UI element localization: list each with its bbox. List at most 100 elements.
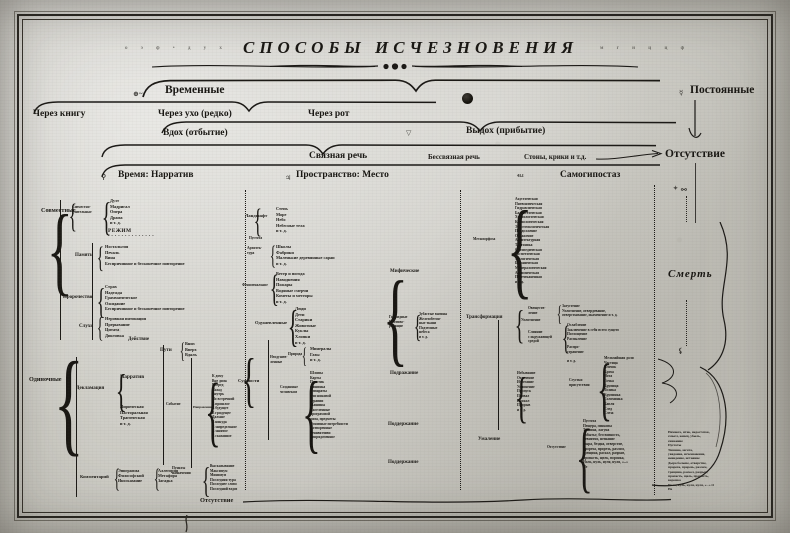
label-substances: Сущности [238,378,260,383]
right-sweep-curves [651,358,727,487]
label-merging: Слияние с окружающей средой [528,330,552,344]
list-commentary-items: Эпиграмма Философский Иносказание [118,468,144,484]
label-death: Смерть [668,268,713,280]
label-through-ear: Через ухо (редко) [158,109,232,119]
label-reification: Овеществ- ление [528,306,546,315]
list-animate-items: Люди Дети Старики Животные Куклы Хлопки … [295,306,316,345]
column-header-space: Пространство: Место [296,170,389,180]
label-clots: Сгустки присутствия [569,378,590,387]
brace-jointly-active-items: { [101,194,112,239]
brace-condensation: { [514,302,525,347]
death-terminal-icon: ⚸ [678,347,684,355]
list-metamorphosis-items: Акустическая Пневматическая Гидравлическ… [515,197,550,284]
memory-spine [92,243,94,340]
list-destinations-items: Высказывание Максимум Минимум Последняя … [210,464,238,491]
margin-flourish-icon: ✦ [673,186,679,192]
ink-blot-seal [462,93,473,104]
label-regime: РЕЖИМ [108,228,132,234]
label-phenomenal: Феноменальное [242,283,268,287]
top-arch-rule [142,79,661,98]
bottom-tear-mark [185,515,188,533]
label-nature: Природа [288,352,303,356]
label-coherent-speech: Связная речь [309,151,368,161]
label-single: Одиночные [29,376,62,383]
label-memory: Память [75,253,93,258]
transformation-spine [498,320,500,430]
label-support: Поддержание [388,460,419,465]
brace-architecture: { [269,241,276,270]
columns-arch [101,164,660,178]
label-declamation: Декламация [76,386,105,391]
brace-manmade: { [301,365,321,462]
list-prophecy-items: Страх Надежда Грамматическое Ожидание Бе… [105,284,185,312]
brace-prophecy: { [96,281,106,321]
space-sigil-icon: ♃ [285,174,292,182]
death-sigil-icon: ⚯ [681,186,687,194]
divider-time-space [245,190,246,490]
label-inanimate: Неодушев- ленные [270,355,288,364]
absence-arrow [596,149,663,160]
brace-landscape: { [253,203,262,240]
label-animate: Одушевленные [255,320,288,325]
list-memory-items: Ностальгия Печаль Вина Беспричинное и бе… [105,244,185,266]
brace-destinations: { [201,460,211,500]
label-prophecy: Пророчество [63,295,93,300]
alembic-icon: ▽ [406,129,412,137]
brace-reification: { [556,301,563,326]
brace-jointly-active: { [68,198,77,235]
label-event: Событие [166,402,181,406]
label-exhale: Выдох (прибытие) [466,126,546,136]
regime-dot-rule: •••••••••••••• [108,233,156,238]
list-phenomenal-items: Ветер и погода Наводнения Пожары Водяные… [276,271,313,304]
label-absence-right: Отсутствие [665,148,725,160]
label-imitation: Подражание [390,371,419,376]
plate-border [14,11,776,521]
single-spine [76,357,78,497]
direction-spine [191,358,193,468]
label-action: Действие [128,337,150,342]
brace-clots: { [596,351,613,428]
brace-absence-self: { [575,413,593,500]
list-landscape-items: Степь Море Небо Небесные тела и т. д. [276,206,305,234]
temporary-branch-rule [33,101,437,115]
label-moans: Стоны, крики и т.д. [524,153,587,161]
page-title: СПОСОБЫ ИСЧЕЗНОВЕНИЯ [243,38,579,57]
label-joint: Совместные [41,207,76,214]
brace-allegory: { [153,464,160,493]
list-paths-items: Вниз Вверх Вдаль [185,341,197,358]
brace-animate: { [287,302,299,351]
death-stem-lower [686,300,687,346]
label-through-mouth: Через рот [308,109,350,119]
brace-rumor: { [96,313,104,344]
label-direction: Направление [193,405,214,409]
label-commentary: Комментарий [80,474,109,479]
brace-phenomenal: { [269,268,279,310]
label-condensation: Уплотнение [521,318,541,322]
brace-metamorphosis: { [506,190,533,309]
list-allegory-items: Аллегория Метафора Загадка [158,468,179,484]
label-destinations: Пункты назначения [172,466,191,475]
label-incoherent-speech: Бессвязная речь [428,153,480,161]
list-architecture-items: Школы Фабрики Маленькие деревянные сараи… [276,244,335,266]
footnote-block: Немного, итак, недостаток, смысл, конец,… [668,430,715,492]
label-absence-self: Отсутствие [547,445,566,449]
label-paths: Пути [160,348,172,353]
label-absence-bottom: Отсутствие [200,497,234,504]
label-dispersal: Распро- странение [567,345,584,354]
column-header-time: Время: Нарратив [118,170,194,180]
label-inhale: Вдох (отбытие) [163,128,228,138]
divider-self-death [654,185,655,495]
column-header-self: Самогипостаз [560,170,621,180]
brace-declamation: { [115,365,127,416]
label-permanent: Постоянные [690,84,755,96]
list-diminution-items: Избывание Отсечение Избегание Уклонение … [517,371,536,412]
permanent-stem [695,163,696,223]
self-sigil-icon: 4Ω [517,174,524,179]
label-temporary: Временные [165,84,225,96]
brace-paths: { [179,338,186,363]
inanimate-spine [268,340,270,440]
label-architecture: Архитек- тура [247,246,263,255]
permanent-down-arrow [688,100,702,138]
label-landscape: Ландшафт [245,213,268,218]
brace-joint-outer: { [46,194,73,305]
